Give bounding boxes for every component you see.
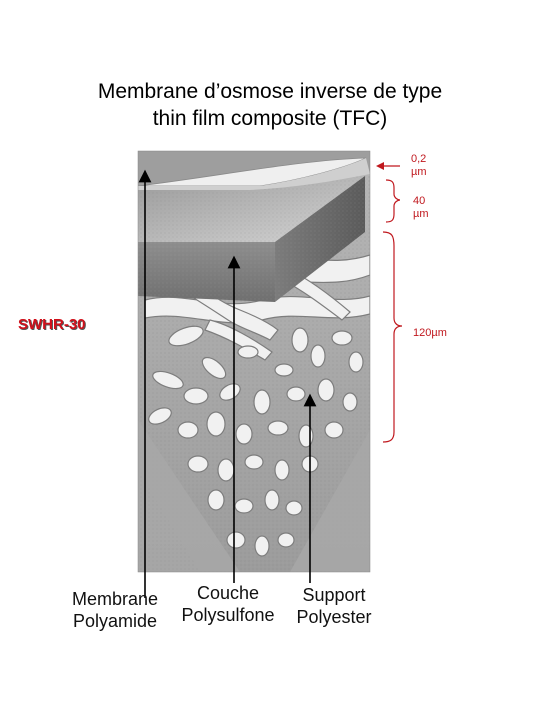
label-polysulfone-line1: Couche (196, 583, 260, 603)
support-layer-brace (382, 231, 403, 443)
title-line-2: thin film composite (TFC) (152, 107, 388, 130)
thickness-brackets (376, 162, 403, 443)
diagram-title: Membrane d’osmose inverse de type thin f… (0, 78, 540, 132)
label-polyamide-line1: Membrane (71, 589, 159, 609)
top-layer-thickness: 0,2 µm (411, 153, 427, 179)
label-polysulfone-line2: Polysulfone (181, 605, 275, 625)
top-layer-value: 0,2 (411, 153, 427, 165)
label-polyester: Support Polyester (288, 584, 380, 628)
title-line-1: Membrane d’osmose inverse de type (97, 80, 443, 103)
layer-pointers (138, 169, 317, 598)
polyamide-layer (138, 151, 370, 190)
top-layer-unit: µm (411, 166, 427, 178)
label-polyamide-line2: Polyamide (72, 611, 158, 631)
middle-layer-thickness: 40 µm (413, 195, 429, 221)
model-label: SWHR-30 (18, 316, 86, 333)
top-layer-arrowhead (376, 162, 384, 170)
middle-layer-value: 40 (413, 195, 426, 207)
middle-layer-brace (385, 179, 401, 223)
support-layer-thickness: 120µm (413, 327, 447, 339)
label-polyamide: Membrane Polyamide (62, 588, 168, 632)
label-polyester-line1: Support (302, 585, 366, 605)
label-polysulfone: Couche Polysulfone (172, 582, 284, 626)
polysulfone-layer (138, 176, 365, 302)
micrograph-panel (138, 151, 370, 572)
panel-frame (137, 150, 371, 573)
middle-layer-unit: µm (413, 208, 429, 220)
label-polyester-line2: Polyester (296, 607, 372, 627)
